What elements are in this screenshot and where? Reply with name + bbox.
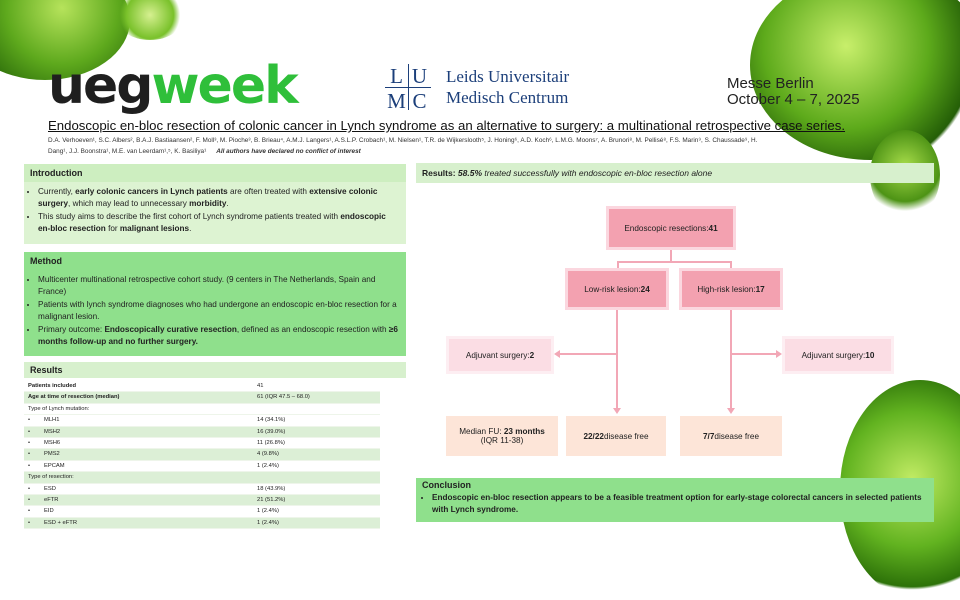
results-banner: Results: 58.5% treated successfully with… [416, 163, 934, 183]
decorative-green-shape [115, 0, 185, 40]
flow-node-adjuvant-high: Adjuvant surgery: 10 [782, 336, 894, 374]
table-row: • PMS2 4 (9.8%) [24, 449, 380, 461]
table-cell-label: Type of Lynch mutation: [28, 405, 90, 412]
lumc-logo-divider [408, 64, 409, 110]
conclusion-heading: Conclusion [416, 478, 934, 492]
table-cell-label: MSH6 [44, 439, 61, 446]
flow-node-high-risk: High-risk lesion: 17 [679, 268, 783, 310]
table-cell-value: 1 (2.4%) [257, 519, 279, 526]
lumc-letter: C [412, 89, 427, 113]
bullet-icon: • [28, 496, 31, 503]
flow-node-adjuvant-low: Adjuvant surgery: 2 [446, 336, 554, 374]
event-info: Messe Berlin October 4 – 7, 2025 [727, 75, 860, 108]
table-cell-value [257, 472, 380, 482]
results-heading: Results [24, 362, 406, 378]
table-cell-label: Age at time of resection (median) [28, 394, 120, 401]
bullet-icon: • [28, 462, 31, 469]
flow-node-median-fu: Median FU: 23 months (IQR 11-38) [446, 416, 558, 456]
table-cell-value: 61 (IQR 47.5 – 68.0) [257, 394, 310, 401]
table-row: • ESD 18 (43.9%) [24, 484, 380, 495]
table-cell-value: 18 (43.9%) [257, 485, 286, 492]
arrow-right-icon [776, 350, 782, 358]
conclusion-bullet: Endoscopic en-bloc resection appears to … [432, 492, 928, 516]
table-cell-value: 4 (9.8%) [257, 451, 279, 458]
table-cell-label: EID [44, 508, 54, 515]
intro-bullet: This study aims to describe the first co… [38, 211, 400, 235]
table-cell-value: 21 (51.2%) [257, 496, 286, 503]
flow-connector [670, 250, 672, 262]
table-cell-value: 1 (2.4%) [257, 508, 279, 515]
conflict-statement: All authors have declared no conflict of… [216, 148, 361, 155]
arrow-down-icon [727, 408, 735, 414]
section-heading: Introduction [24, 164, 406, 182]
flow-node-low-risk: Low-risk lesion: 24 [565, 268, 669, 310]
table-cell-label: MSH2 [44, 428, 61, 435]
institution-name: Leids Universitair Medisch Centrum [446, 67, 570, 107]
lumc-letter: M [387, 89, 406, 113]
arrow-left-icon [554, 350, 560, 358]
lumc-letter: L [390, 64, 403, 88]
flow-connector [730, 261, 732, 269]
table-cell-label: MLH1 [44, 417, 60, 424]
table-row: Patients included 41 [24, 381, 380, 393]
table-cell-label: Type of resection: [28, 474, 74, 481]
bullet-icon: • [28, 439, 31, 446]
bullet-icon: • [28, 417, 31, 424]
flow-node-total: Endoscopic resections: 41 [606, 206, 736, 250]
table-row: • EPCAM 1 (2.4%) [24, 461, 380, 473]
bullet-icon: • [28, 451, 31, 458]
table-row: Age at time of resection (median) 61 (IQR… [24, 392, 380, 404]
method-bullet: Primary outcome: Endoscopically curative… [38, 324, 400, 348]
table-cell-label: Patients included [28, 383, 76, 389]
method-panel: Method Multicenter multinational retrosp… [24, 252, 406, 356]
table-row: • EID 1 (2.4%) [24, 506, 380, 518]
bullet-icon: • [28, 485, 31, 492]
table-row: • MSH6 11 (26.8%) [24, 438, 380, 450]
table-row: Type of Lynch mutation: [24, 404, 380, 416]
table-cell-label: ESD + eFTR [44, 519, 78, 526]
table-cell-value: 16 (39.0%) [257, 428, 286, 435]
flow-connector [616, 310, 618, 410]
table-row: • MLH1 14 (34.1%) [24, 415, 380, 427]
flow-connector [617, 261, 619, 269]
table-row: Type of resection: [24, 472, 380, 484]
table-cell-label: EPCAM [44, 462, 65, 469]
table-cell-label: PMS2 [44, 451, 60, 458]
arrow-down-icon [613, 408, 621, 414]
table-row: • MSH2 16 (39.0%) [24, 426, 380, 438]
table-cell-value: 14 (34.1%) [257, 417, 286, 424]
method-bullet: Multicenter multinational retrospective … [38, 274, 400, 298]
intro-bullet: Currently, early colonic cancers in Lync… [38, 186, 400, 210]
table-cell-value: 41 [257, 383, 264, 389]
table-cell-value: 11 (26.8%) [257, 439, 285, 446]
flow-connector [730, 310, 732, 410]
table-row: • eFTR 21 (51.2%) [24, 494, 380, 507]
flow-connector [732, 353, 776, 355]
introduction-panel: Introduction Currently, early colonic ca… [24, 164, 406, 244]
table-row: • ESD + eFTR 1 (2.4%) [24, 517, 380, 530]
lumc-logo: L U M C [385, 64, 431, 113]
flow-connector [560, 353, 617, 355]
bullet-icon: • [28, 519, 31, 526]
bullet-icon: • [28, 508, 31, 515]
table-cell-value: 1 (2.4%) [257, 462, 279, 469]
table-cell-label: eFTR [44, 496, 59, 503]
author-list: D.A. Verhoeven¹, S.C. Albers², B.A.J. Ba… [48, 137, 758, 155]
flow-node-low-disease-free: 22/22 disease free [566, 416, 666, 456]
lumc-letter: U [411, 64, 428, 88]
section-heading: Method [24, 252, 406, 270]
flow-node-high-disease-free: 7/7 disease free [680, 416, 782, 456]
method-bullet: Patients with lynch syndrome diagnoses w… [38, 299, 400, 323]
conclusion-panel: Endoscopic en-bloc resection appears to … [416, 492, 934, 522]
poster-title: Endoscopic en-bloc resection of colonic … [48, 118, 846, 133]
ueg-week-logo: uegweek [48, 56, 299, 116]
flow-connector [617, 261, 732, 263]
bullet-icon: • [28, 428, 31, 435]
table-cell-label: ESD [44, 485, 56, 492]
table-cell-value [257, 404, 380, 414]
